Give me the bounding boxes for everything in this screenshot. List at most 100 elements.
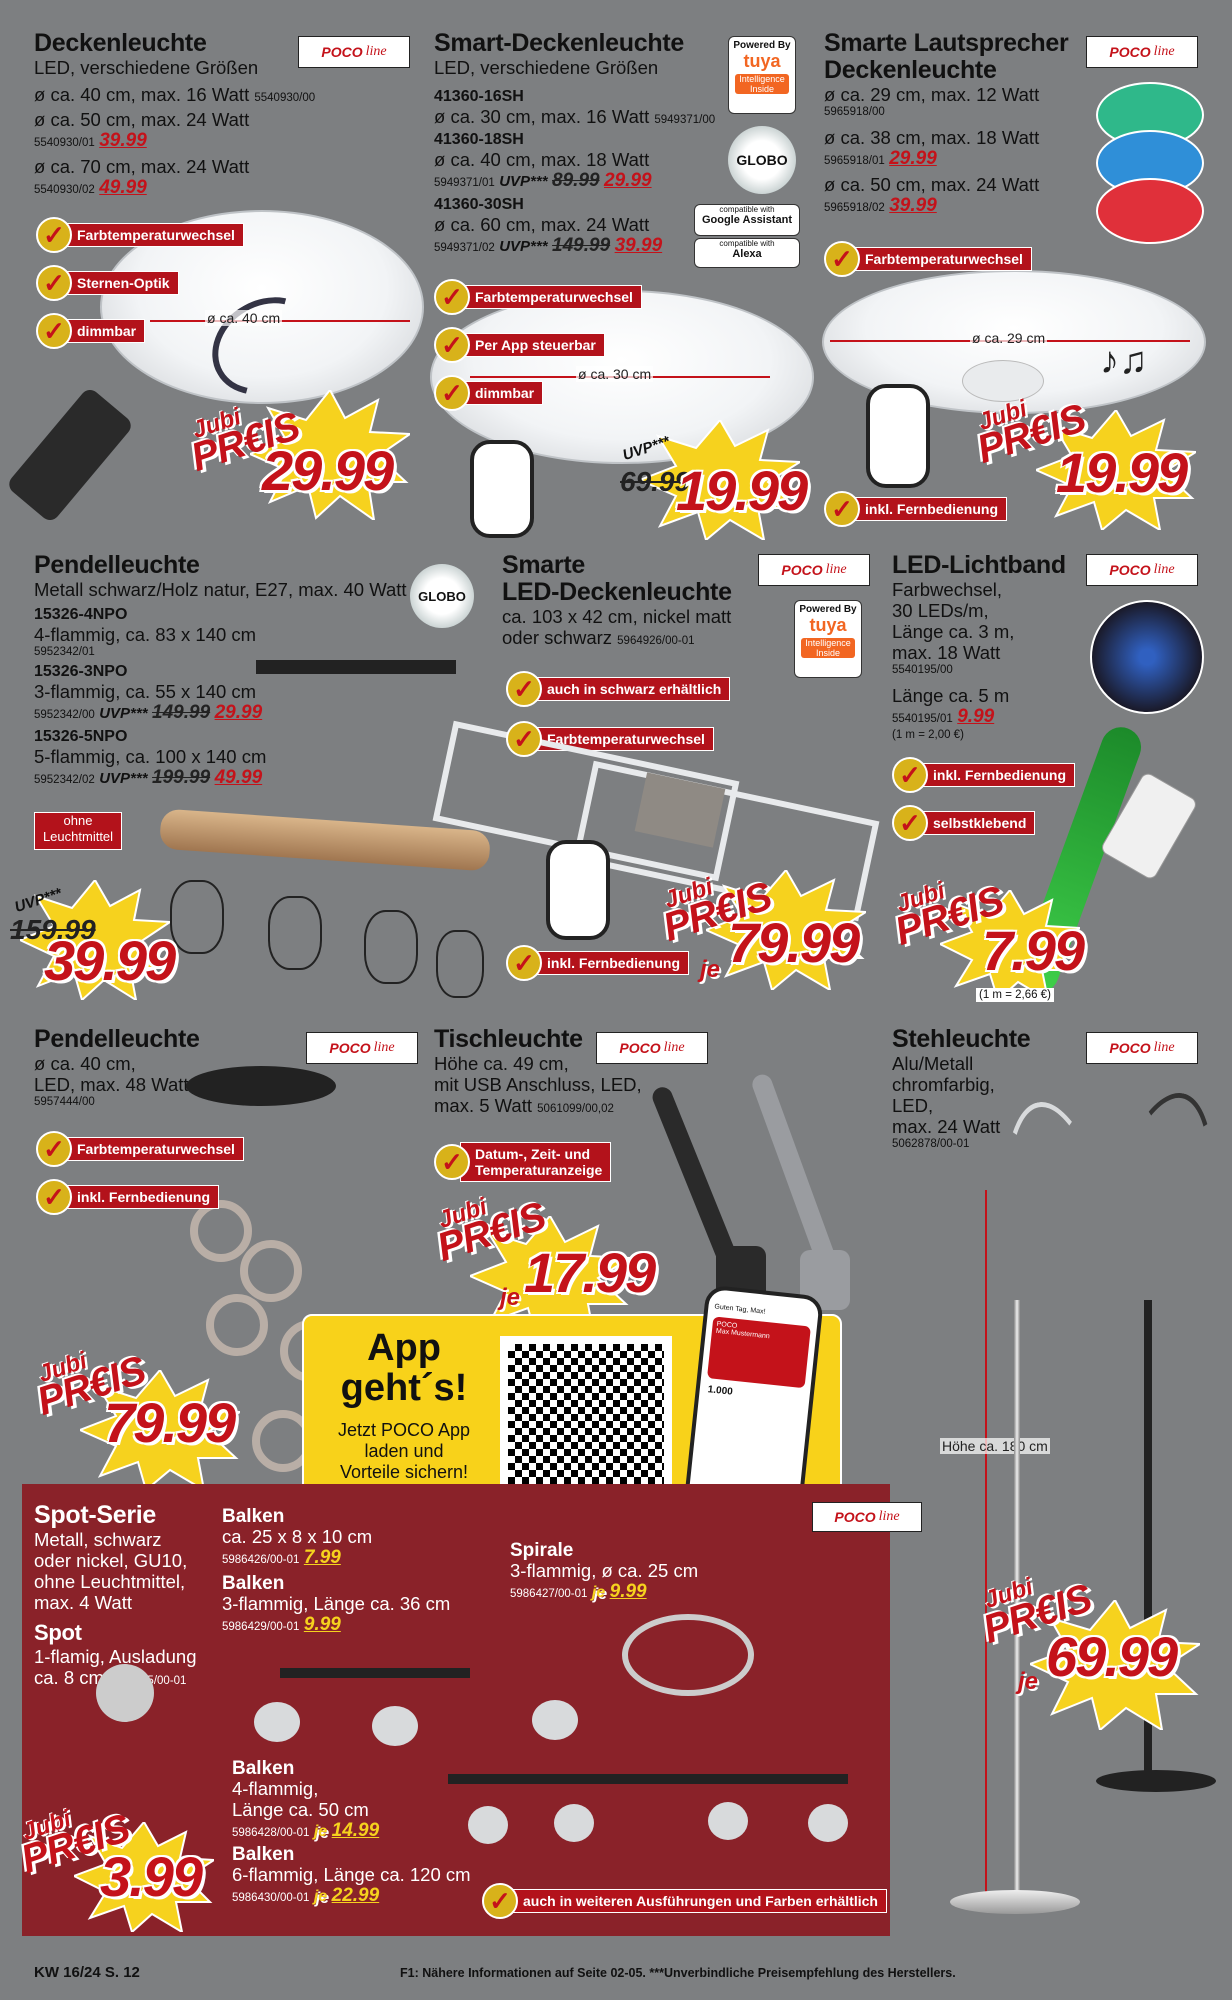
product-title: Tischleuchte [434,1025,583,1053]
article-number: 5964926/00-01 [617,635,695,647]
feature-badge: ✓inkl. Fernbedienung [892,757,1076,793]
check-icon: ✓ [36,1131,72,1167]
page-number: KW 16/24 S. 12 [34,1964,140,1981]
variant-price: 14.99 [331,1820,380,1841]
floor-lamp-black-image [1144,1300,1152,1780]
check-icon: ✓ [506,721,542,757]
article-number: 5957444/00 [34,1096,95,1108]
spot-head-image [554,1804,594,1842]
product-title: Balken [232,1758,295,1779]
variant-price: 49.99 [214,767,263,788]
spot-bar-3-image [280,1668,470,1678]
product-pendelleuchte-holz: Pendelleuchte Metall schwarz/Holz natur,… [34,552,434,789]
product-title: Spirale [510,1540,574,1561]
feature-badge: ✓Sternen-Optik [36,265,244,301]
check-icon: ✓ [506,671,542,707]
check-icon: ✓ [36,313,72,349]
globo-logo: GLOBO [728,126,796,194]
check-icon: ✓ [824,241,860,277]
footer-note: F1: Nähere Informationen auf Seite 02-05… [400,1966,956,1980]
product-title: Balken [222,1573,285,1594]
product-subtitle: Metall schwarz/Holz natur, E27, max. 40 … [34,579,407,600]
product-title: Balken [222,1506,285,1527]
speaker-grill-detail [962,360,1044,402]
model-number: 41360-16SH [434,88,524,105]
product-title: Spot [34,1620,82,1645]
price-burst [250,390,410,520]
variant-price: 7.99 [303,1547,341,1568]
spot-head-image [254,1702,300,1742]
article-number: 5965918/00 [824,106,885,118]
model-number: 15326-4NPO [34,606,128,623]
main-price: 79.99 [104,1391,236,1454]
check-icon: ✓ [824,491,860,527]
product-title: Spot-Serie [34,1501,157,1529]
article-number: 5949371/00 [654,114,716,126]
check-icon: ✓ [434,375,470,411]
tuya-badge: Powered By tuya Intelligence Inside [728,36,796,114]
spot-head-image [532,1700,578,1740]
smartphone-image [866,384,930,488]
height-dimension-label: Höhe ca. 180 cm [940,1438,1050,1454]
product-title: LED-Lichtband [892,551,1066,579]
article-number: 5540195/00 [892,664,953,676]
cage-bulb-image [268,896,322,970]
page-footer: KW 16/24 S. 12 F1: Nähere Informationen … [0,1948,1232,2000]
main-price: 3.99 [100,1845,203,1908]
product-pendelleuchte-led: Pendelleuchte ø ca. 40 cm, LED, max. 48 … [34,1026,314,1109]
old-price: 149.99 [152,702,211,723]
variant-price: 29.99 [604,170,652,191]
check-icon: ✓ [482,1883,518,1919]
je-label: je [500,1284,521,1311]
smartphone-image [470,440,534,538]
app-heading: App [367,1327,441,1369]
feature-badge: ✓Farbtemperaturwechsel [506,721,730,757]
dimension-label: ø ca. 30 cm [576,366,654,382]
spot-head-image [468,1806,508,1844]
variant-line: ø ca. 50 cm, max. 24 Watt [34,109,250,130]
main-price: 29.99 [262,439,394,502]
article-number: 5540930/01 [34,137,95,149]
spot-bar-6-image [448,1774,848,1784]
spot-head-image [708,1802,748,1840]
main-price: 79.99 [728,911,860,974]
product-title: Stehleuchte [892,1025,1031,1053]
cage-bulb-image [436,930,484,998]
feature-badge: ✓dimmbar [36,313,244,349]
old-price: 159.99 [10,914,96,945]
model-number: 41360-18SH [434,131,524,148]
old-price: 199.99 [152,767,211,788]
product-title: Balken [232,1844,295,1865]
feature-badge: ✓selbstklebend [892,805,1075,841]
old-price: 69.99 [620,466,691,497]
check-icon: ✓ [434,327,470,363]
ring-pendant-image [206,1294,268,1356]
main-price: 39.99 [44,929,176,992]
check-icon: ✓ [36,265,72,301]
unit-price: (1 m = 2,66 €) [976,988,1054,1002]
article-number: 5952342/01 [34,646,95,658]
music-notes-icon: ♪♫ [1100,340,1148,382]
single-spot-image [96,1664,154,1722]
product-title: Smart-Deckenleuchte [434,29,684,57]
price-burst [940,890,1080,1000]
feature-badge: ✓Farbtemperaturwechsel [824,241,1032,277]
spot-serie-panel: Spot-Serie Metall, schwarz oder nickel, … [16,1484,922,1936]
qr-code[interactable] [500,1336,672,1508]
article-number: 5061099/00,02 [537,1103,614,1115]
cage-bulb-image [364,910,418,984]
model-number: 15326-5NPO [34,728,128,745]
globo-logo: GLOBO [410,564,474,628]
product-subtitle: LED, verschiedene Größen [434,57,659,78]
price-burst [20,880,170,1000]
feature-badge: ✓Farbtemperaturwechsel [36,1131,244,1167]
product-lautsprecher-deckenleuchte: Smarte Lautsprecher Deckenleuchte ø ca. … [824,30,1204,217]
